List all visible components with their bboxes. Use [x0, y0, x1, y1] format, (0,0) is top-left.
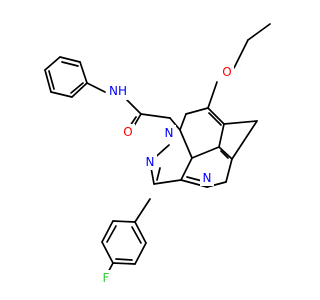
fluorophenyl-ring — [101, 198, 151, 279]
fluorine-label: F — [99, 270, 113, 286]
quinoline-core — [179, 107, 258, 188]
pyrazole-n1-text: N — [165, 126, 174, 140]
amide-linker — [86, 82, 181, 132]
quinoline-n-text: N — [203, 171, 212, 185]
pyrazole-n2-label: N — [143, 154, 157, 170]
amide-nh-text: NH — [109, 84, 127, 98]
fluorine-text: F — [103, 271, 110, 285]
phenyl-ring — [44, 56, 88, 98]
ethoxy-group — [207, 23, 271, 109]
quinoline-n-label: N — [200, 170, 214, 186]
amide-nh-label: NH — [107, 82, 129, 100]
carbonyl-o-text: O — [123, 125, 132, 139]
carbonyl-o-label: O — [121, 124, 135, 140]
pyrazole-n1-label: N — [162, 125, 176, 141]
molecule-structure: NH O O N N N F — [44, 23, 271, 286]
pyrazole-n2-text: N — [146, 155, 155, 169]
atom-labels: NH O O N N N F — [99, 64, 234, 286]
ether-o-text: O — [222, 65, 231, 79]
ether-o-label: O — [220, 64, 234, 80]
